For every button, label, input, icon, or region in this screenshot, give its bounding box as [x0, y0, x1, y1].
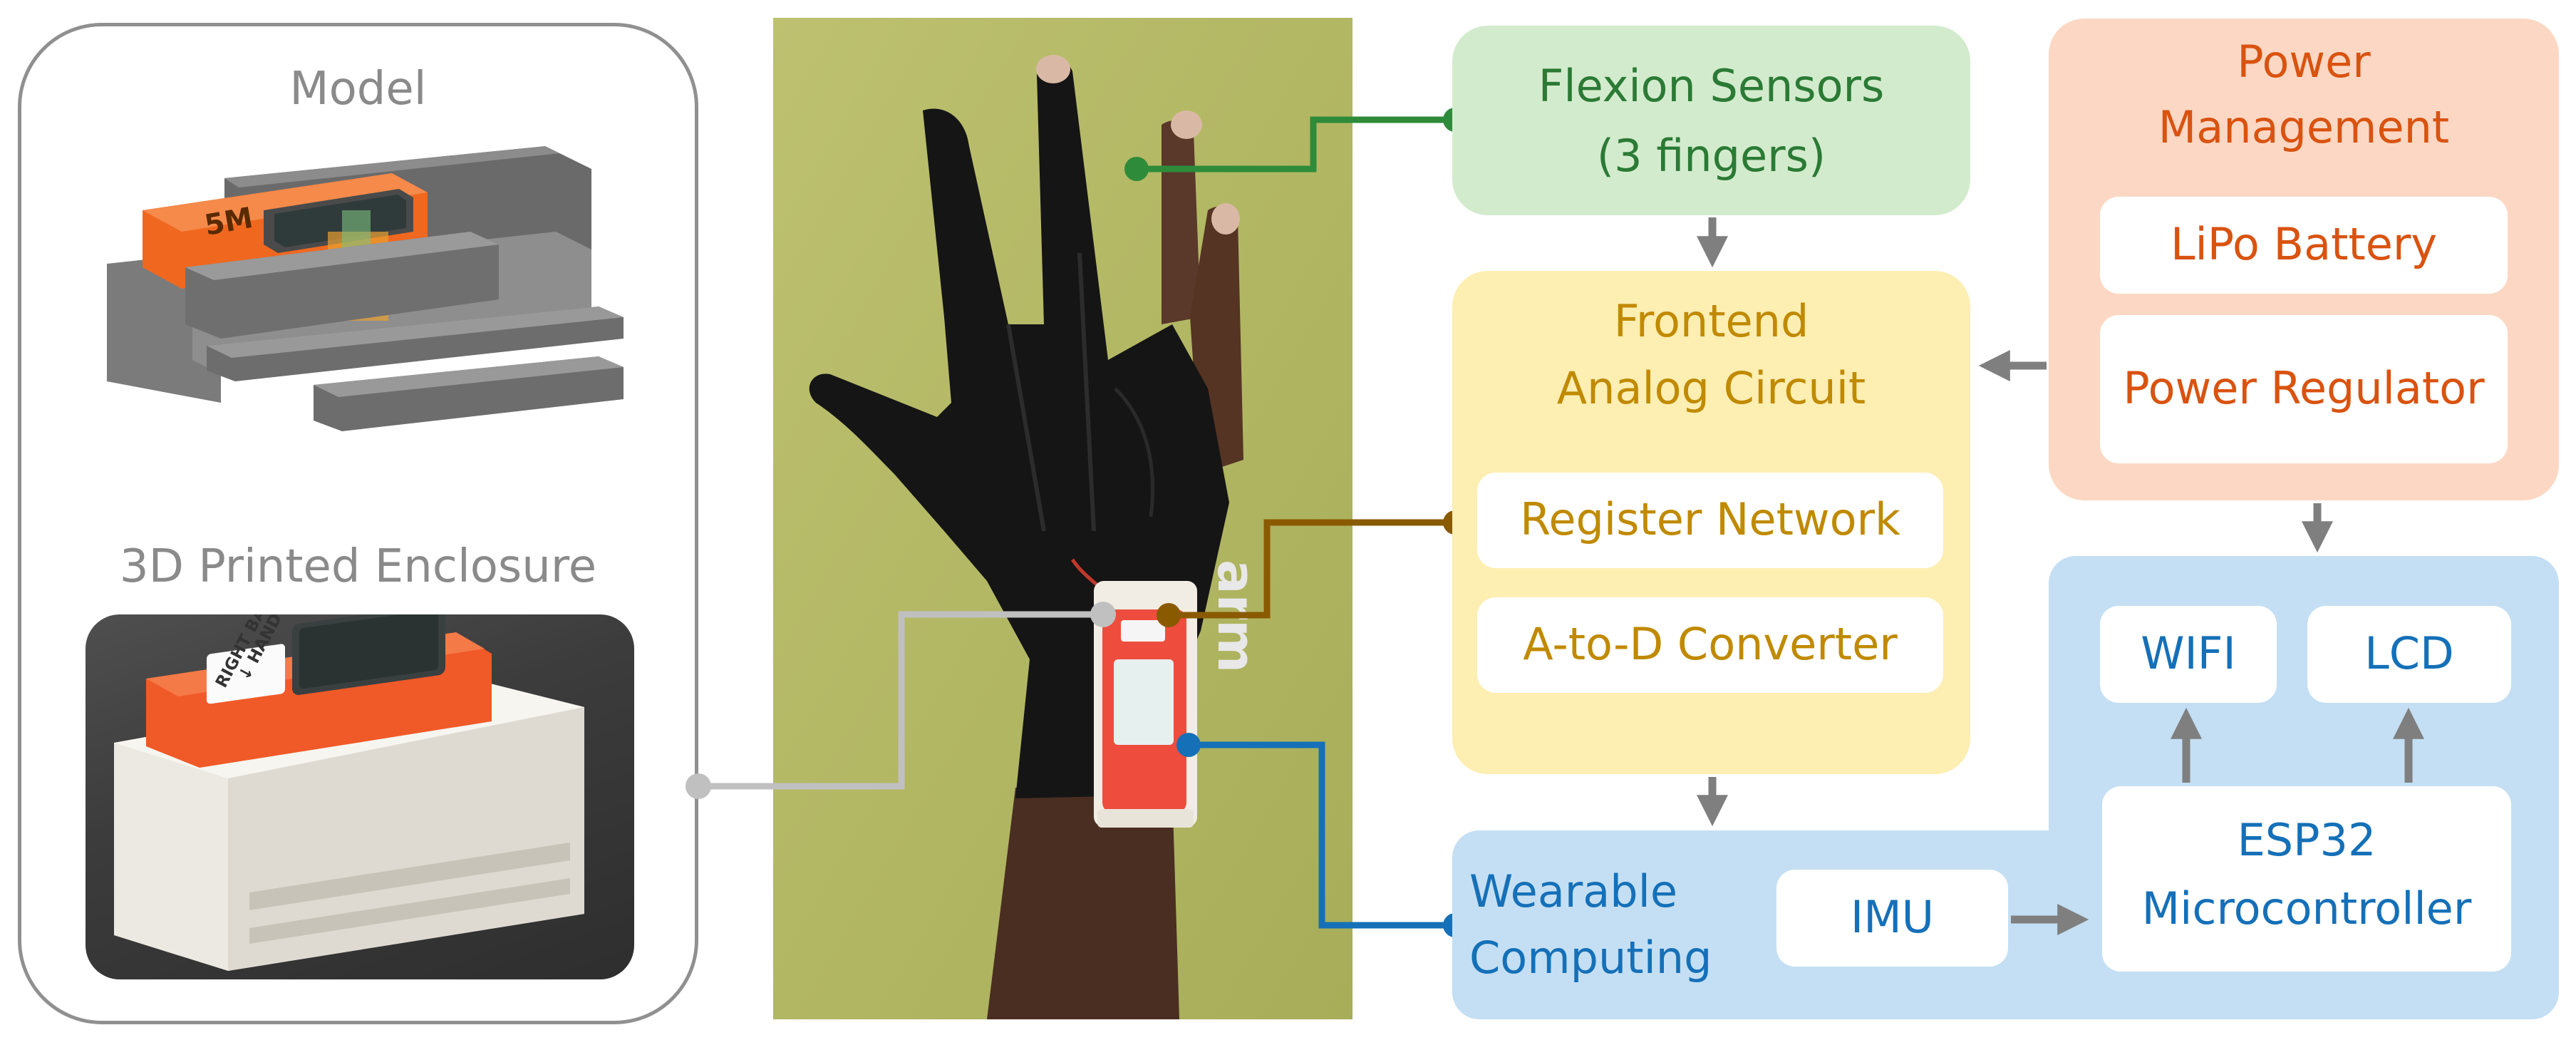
flexion-sensor-dot: [1124, 157, 1149, 181]
frontend-connector: [1169, 519, 1455, 619]
flexion-sensors-block: [1452, 26, 1970, 215]
lcd-box: [2307, 606, 2511, 703]
flexion-title-line1: Flexion Sensors: [1538, 60, 1885, 112]
glove-wiring-dot: [1157, 603, 1181, 627]
esp32-box: [2102, 786, 2511, 972]
register-network-box: [1477, 473, 1943, 568]
power-regulator-box: [2100, 315, 2508, 463]
wearable-title-line2: Computing: [1469, 932, 1712, 984]
enclosure-dot: [686, 773, 711, 799]
adc-label: A-to-D Converter: [1523, 618, 1898, 670]
wearable-connector: [1189, 741, 1455, 929]
lcd-label: LCD: [2364, 627, 2454, 679]
power-title-line2: Management: [2158, 101, 2450, 153]
esp32-title-line2: Microcontroller: [2141, 882, 2472, 935]
wifi-label: WIFI: [2141, 627, 2236, 679]
glove-photo: arm: [773, 18, 1352, 1019]
imu-box: [1776, 870, 2008, 967]
register-network-label: Register Network: [1520, 493, 1900, 545]
frontend-title-line1: Frontend: [1613, 295, 1809, 347]
esp32-title-line1: ESP32: [2237, 814, 2376, 866]
enclosure-connector: [698, 611, 1103, 790]
device-anchor-dot: [1090, 602, 1116, 627]
lipo-battery-box: [2100, 197, 2508, 294]
enclosure-title: 3D Printed Enclosure: [119, 540, 597, 593]
printed-enclosure-photo: RIGHT BAND ↓ HAND: [86, 614, 634, 979]
frontend-title-line2: Analog Circuit: [1556, 362, 1866, 414]
power-regulator-label: Power Regulator: [2123, 362, 2485, 414]
wifi-box: [2100, 606, 2277, 703]
model-title: Model: [289, 63, 427, 115]
device-dot: [1176, 733, 1201, 757]
enclosure-model-illustration: 5M: [107, 146, 624, 431]
adc-box: [1477, 597, 1943, 693]
imu-label: IMU: [1850, 891, 1935, 943]
lipo-battery-label: LiPo Battery: [2170, 218, 2438, 270]
flexion-title-line2: (3 fingers): [1596, 130, 1826, 182]
power-title-line1: Power: [2237, 36, 2371, 88]
wearable-title-line1: Wearable: [1469, 865, 1678, 917]
flexion-connector: [1137, 116, 1455, 173]
